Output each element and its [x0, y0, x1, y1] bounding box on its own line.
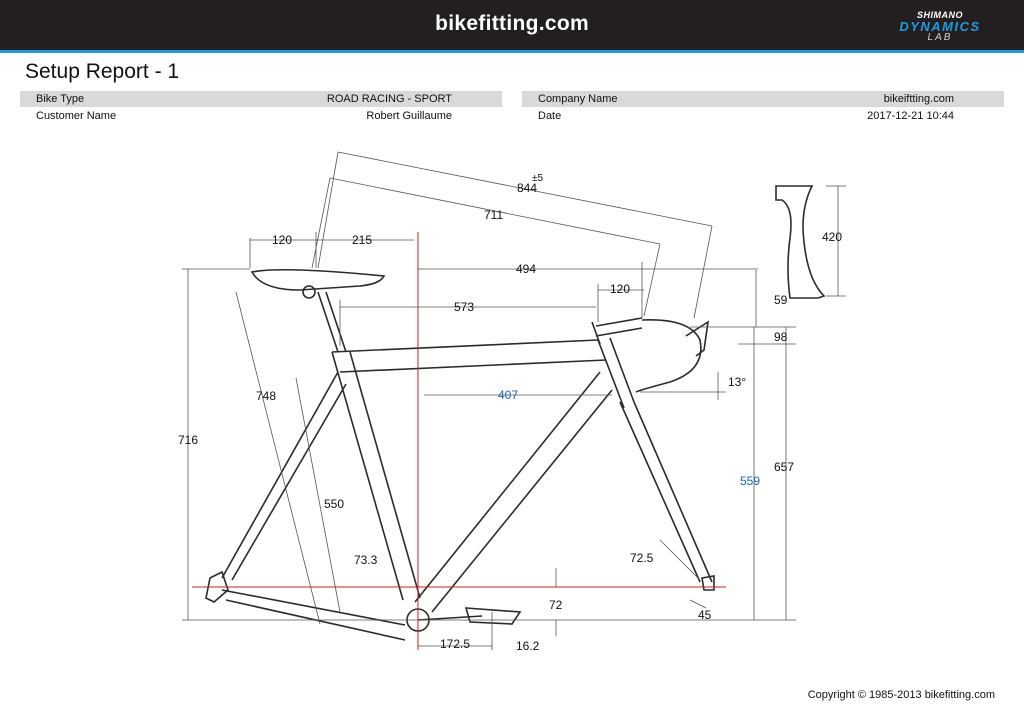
- dim-frame-stack: 559: [740, 474, 760, 488]
- top-tube-lower-edge: [339, 359, 607, 373]
- copyright-notice: Copyright © 1985-2013 bikefitting.com: [807, 689, 995, 701]
- seat-tube-edge: [349, 351, 421, 599]
- reference-guides: [192, 232, 726, 650]
- down-tube: [414, 371, 601, 603]
- dim-hood-angle: 13°: [728, 375, 746, 389]
- bike-frame: [205, 268, 715, 641]
- crank-arm: [417, 615, 483, 621]
- customer-label: Customer Name: [36, 110, 117, 122]
- customer-row: Customer Name Robert Guillaume: [20, 108, 502, 124]
- fork-blade: [619, 401, 701, 583]
- company-label: Company Name: [538, 93, 618, 105]
- bike-type-label: Bike Type: [36, 93, 85, 105]
- rear-dropout: [205, 570, 229, 603]
- saddle: [250, 268, 386, 291]
- seat-stay: [221, 371, 339, 579]
- dim-saddle-nose-to-bb: 215: [352, 233, 372, 247]
- dim-saddle-height: 748: [256, 389, 276, 403]
- bike-type-row: Bike Type ROAD RACING - SPORT: [20, 91, 502, 107]
- customer-value: Robert Guillaume: [366, 110, 452, 122]
- company-row: Company Name bikeiftting.com: [522, 91, 1004, 107]
- top-tube: [331, 339, 599, 353]
- dim-bar-height: 657: [774, 460, 794, 474]
- handlebar-drop: [635, 319, 702, 393]
- chain-stay: [221, 589, 406, 626]
- partner-line-3: LAB: [927, 32, 953, 43]
- brake-hood: [685, 320, 710, 357]
- dim-bar-drop: 59: [774, 293, 788, 307]
- seat-tube: [331, 351, 404, 601]
- dim-seat-tube: 550: [324, 497, 344, 511]
- dim-saddle-to-hood: 711: [484, 208, 503, 222]
- partner-line-1: SHIMANO: [917, 10, 963, 20]
- handlebar-front-view: [775, 185, 826, 299]
- dim-bb-drop: 72: [549, 598, 563, 612]
- dim-crank-length: 172.5: [440, 637, 470, 651]
- dim-head-angle: 72.5: [630, 551, 654, 565]
- dim-bb-to-bar: 494: [516, 262, 536, 276]
- date-label: Date: [538, 110, 562, 122]
- dim-saddle-height-vertical: 716: [178, 433, 198, 447]
- head-tube: [597, 339, 625, 409]
- date-row: Date 2017-12-21 10:44: [522, 108, 1004, 124]
- dim-fork-offset: 45: [698, 608, 712, 622]
- saddle-clamp: [302, 285, 316, 299]
- dim-tolerance: ±5: [532, 173, 543, 184]
- dim-stem-offset: 98: [774, 330, 788, 344]
- company-value: bikeiftting.com: [883, 93, 954, 105]
- dimension-lines: [182, 151, 846, 650]
- pedal: [464, 607, 522, 625]
- report-title: Setup Report - 1: [25, 60, 180, 83]
- dim-top-tube: 573: [454, 300, 474, 314]
- dim-seat-angle: 73.3: [354, 553, 378, 567]
- seatpost: [317, 291, 339, 353]
- dimension-labels: 844 ±5 711 120 215 494 120 573 716 748 5…: [178, 173, 842, 653]
- dim-bar-width: 420: [822, 230, 842, 244]
- dim-stem-length: 120: [610, 282, 630, 296]
- front-dropout: [701, 575, 715, 591]
- handlebar-outline: [775, 185, 826, 299]
- partner-line-2: DYNAMICS: [899, 19, 981, 34]
- stem: [595, 317, 643, 337]
- dim-pedal-height: 16.2: [516, 639, 540, 653]
- seat-stay-edge: [231, 383, 347, 581]
- date-value: 2017-12-21 10:44: [867, 110, 954, 122]
- bike-type-value: ROAD RACING - SPORT: [326, 93, 452, 105]
- seatpost-edge: [325, 291, 347, 353]
- steerer-spacer: [591, 321, 601, 345]
- fork-blade-edge: [633, 401, 713, 583]
- shimano-dynamics-lab-logo: SHIMANO DYNAMICS LAB: [890, 10, 990, 43]
- brand-title: bikefitting.com: [435, 12, 589, 35]
- dim-frame-reach: 407: [498, 388, 518, 402]
- dim-saddle-to-bar-reach: 844: [517, 181, 537, 195]
- dim-saddle-setback: 120: [272, 233, 292, 247]
- app-header: bikefitting.com SHIMANO DYNAMICS LAB: [0, 0, 1024, 53]
- head-tube-edge: [609, 337, 635, 403]
- down-tube-edge: [431, 389, 613, 613]
